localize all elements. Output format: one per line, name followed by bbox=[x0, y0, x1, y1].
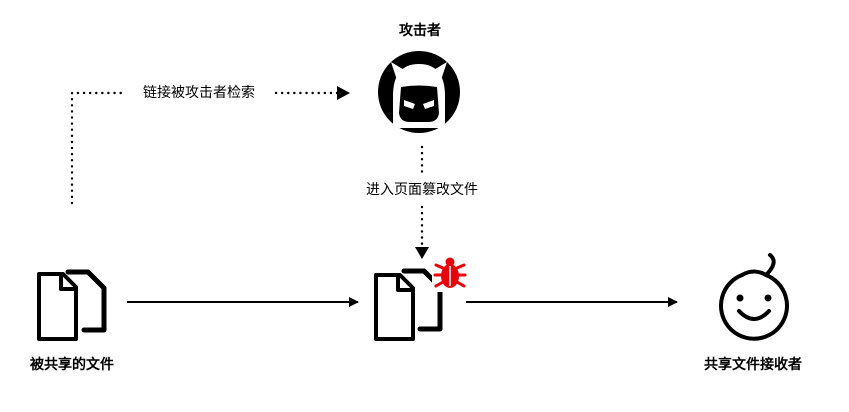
devil-avatar-icon bbox=[378, 51, 460, 133]
recipient-label: 共享文件接收者 bbox=[704, 357, 802, 373]
tamper-arrowhead bbox=[415, 247, 429, 259]
tamper-file-label: 进入页面篡改文件 bbox=[363, 181, 481, 199]
shared-file-label: 被共享的文件 bbox=[30, 357, 114, 373]
infected-documents-icon bbox=[374, 256, 468, 341]
link-retrieved-arrowhead bbox=[337, 86, 350, 100]
bug-icon bbox=[432, 256, 468, 292]
attacker-label: 攻击者 bbox=[399, 23, 441, 39]
documents-icon bbox=[37, 269, 107, 341]
link-retrieved-label: 链接被攻击者检索 bbox=[140, 84, 258, 102]
link-retrieved-connector bbox=[70, 91, 342, 205]
baby-face-icon bbox=[719, 253, 789, 341]
